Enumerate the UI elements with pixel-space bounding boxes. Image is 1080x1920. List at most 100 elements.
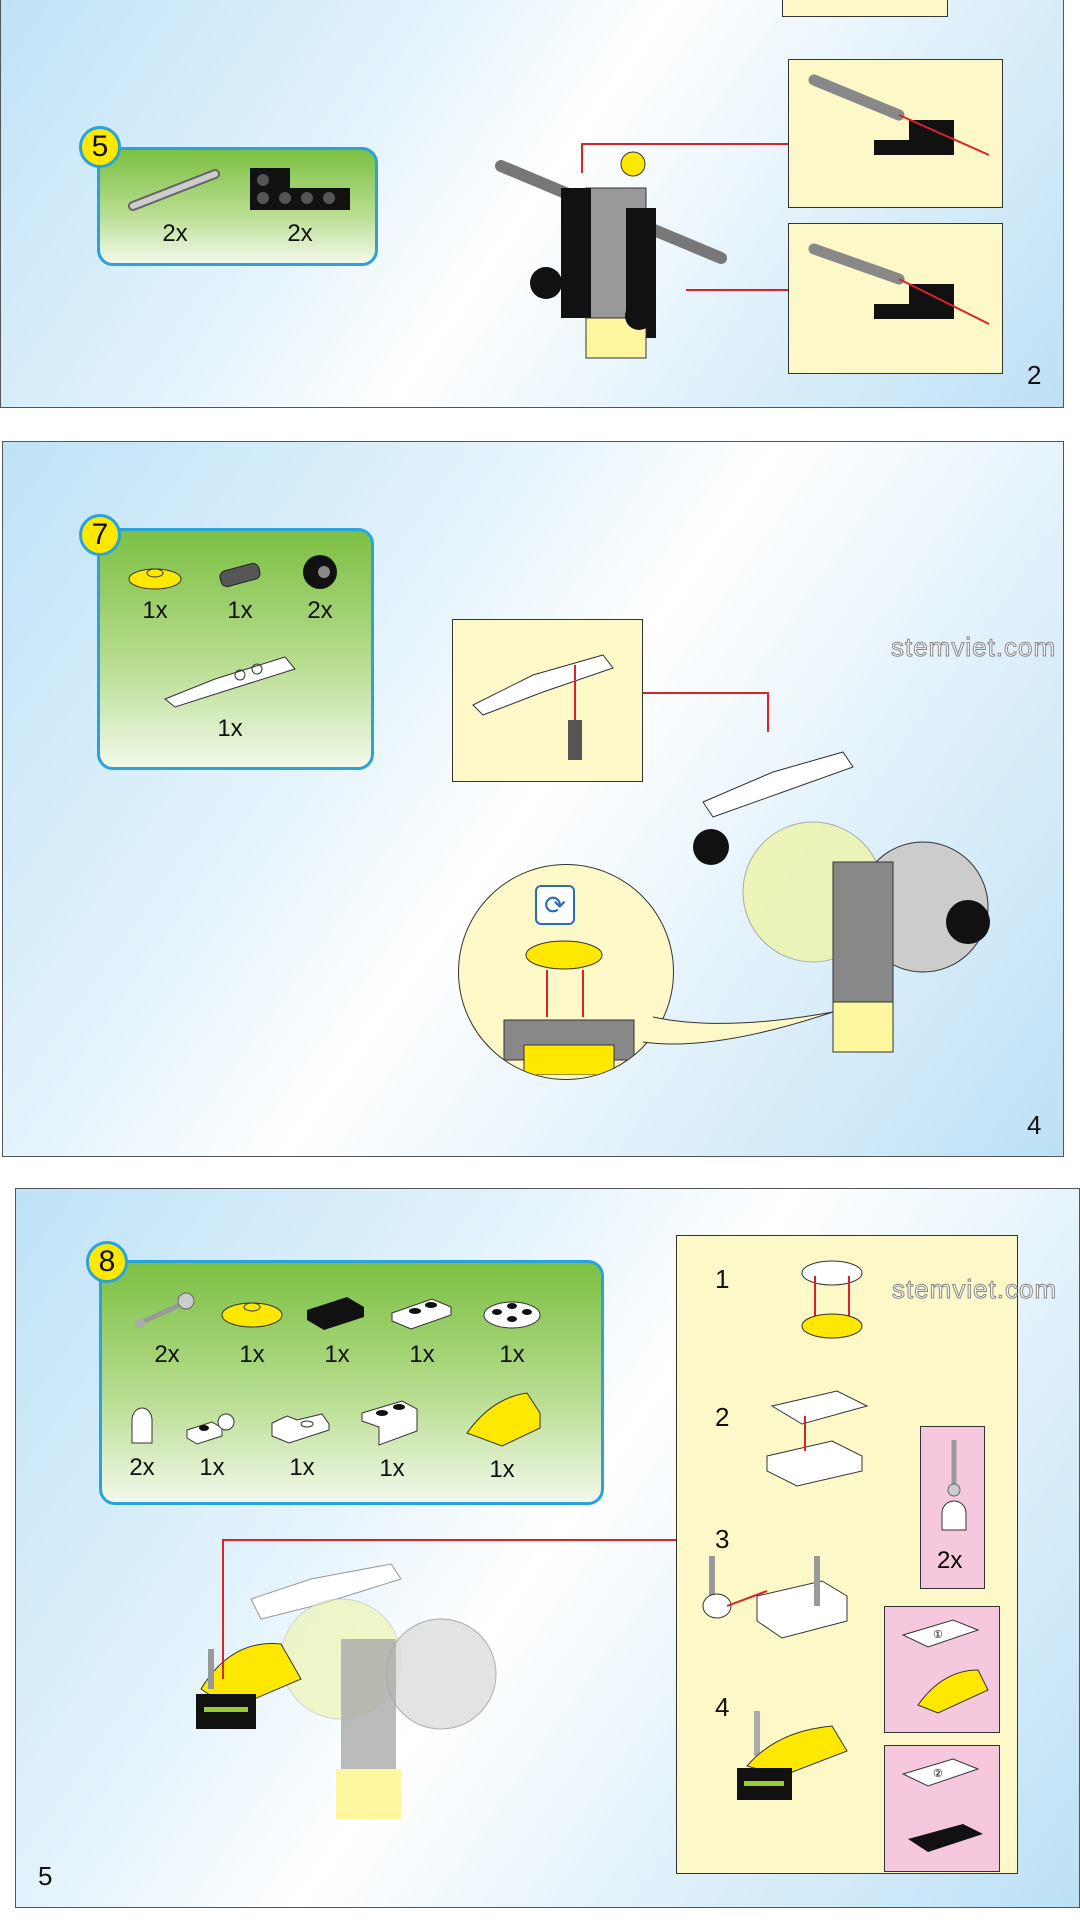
part-qty: 1x — [199, 1454, 225, 1481]
part-white-beam-connector: 1x — [150, 649, 310, 743]
part-axle: 2x — [120, 164, 230, 248]
sub-callout-dome-bar: 2x — [920, 1426, 985, 1589]
callout-arrow — [643, 692, 768, 694]
sticker-2-illustration: ② — [901, 1758, 983, 1852]
white-hinge-plate-icon — [271, 1413, 330, 1444]
white-clip-plate-icon — [186, 1413, 235, 1445]
substep-3-illustration — [702, 1556, 848, 1639]
white-plate-1x2-icon — [391, 1298, 452, 1330]
page-2-panel: 2x 2x 5 2 — [0, 0, 1064, 408]
watermark: stemviet.com — [891, 1274, 1058, 1305]
yellow-round-plate-icon — [128, 568, 182, 590]
parts-box-step-5: 2x 2x — [97, 147, 378, 266]
step-number-badge: 7 — [79, 514, 121, 556]
callout-pointer — [643, 1011, 834, 1045]
black-tile-icon — [307, 1297, 364, 1330]
page-number: 5 — [38, 1861, 53, 1891]
part-qty: 2x — [287, 220, 313, 247]
part-white-clip-plate: 1x — [172, 1398, 252, 1482]
part-qty: 1x — [489, 1456, 515, 1483]
part-yellow-slope: 1x — [452, 1388, 552, 1484]
rotate-icon: ⟳ — [535, 885, 575, 925]
model-assembly-step-7 — [693, 751, 990, 1053]
detail-callout-circle: ⟳ — [458, 864, 674, 1080]
callout-arrow — [686, 289, 788, 291]
part-qty: 1x — [289, 1454, 315, 1481]
substep-number: 3 — [715, 1524, 730, 1554]
page-5-panel: 2x 1x 1x 1x 1x 2x 1x 1x 1x 1x 8 stemviet… — [15, 1188, 1080, 1908]
part-yellow-round-plate: 1x — [207, 1285, 297, 1369]
part-qty: 1x — [217, 715, 243, 742]
sticker-label: ② — [933, 1768, 943, 1780]
white-dome-icon — [131, 1407, 153, 1444]
model-assembly-step-5 — [495, 151, 727, 359]
callout-arrow — [581, 143, 788, 145]
callout-arrow — [222, 1539, 677, 1541]
part-white-bracket: 1x — [347, 1391, 437, 1483]
page-number: 2 — [1027, 360, 1042, 390]
part-gray-pin: 1x — [205, 559, 275, 625]
substep-1-illustration — [801, 1260, 863, 1339]
part-black-wheel: 2x — [285, 553, 355, 625]
callout-arrow — [222, 1539, 224, 1679]
part-antenna-bar: 2x — [122, 1285, 212, 1369]
part-qty: 1x — [239, 1341, 265, 1368]
part-qty: 2x — [307, 597, 333, 624]
part-white-round-plate: 1x — [467, 1285, 557, 1369]
black-wheel-icon — [303, 555, 337, 589]
bar-into-dome-illustration — [941, 1440, 967, 1531]
substep-number: 1 — [715, 1264, 730, 1294]
watermark: stemviet.com — [890, 632, 1057, 663]
part-qty: 2x — [129, 1454, 155, 1481]
sticker-1-illustration: ① — [901, 1619, 989, 1714]
callout-box-1 — [788, 59, 1003, 208]
yellow-slope-icon — [466, 1392, 541, 1447]
part-qty: 2x — [162, 220, 188, 247]
substep-4-illustration — [737, 1711, 848, 1800]
gray-pin-icon — [219, 562, 261, 588]
white-beam-connector-icon — [164, 656, 296, 708]
parts-box-step-7: 1x 1x 2x 1x — [97, 528, 374, 770]
callout-arrow — [581, 143, 583, 173]
parts-box-step-8: 2x 1x 1x 1x 1x 2x 1x 1x 1x 1x — [99, 1260, 604, 1505]
part-qty: 2x — [154, 1341, 180, 1368]
page-4-panel: 1x 1x 2x 1x 7 stemviet.com ⟳ 4 — [2, 441, 1064, 1157]
sub-callout-qty: 2x — [937, 1547, 963, 1574]
part-qty: 1x — [379, 1455, 405, 1482]
sticker-label: ① — [933, 1629, 943, 1641]
axle-into-beam-illustration — [808, 243, 990, 325]
sub-callout-sticker-2: ② — [884, 1745, 1000, 1872]
part-qty: 1x — [142, 597, 168, 624]
part-beam: 2x — [240, 158, 360, 248]
black-beam-icon — [250, 168, 350, 210]
axle-into-beam-illustration — [808, 74, 990, 156]
part-white-plate-1x2: 1x — [377, 1285, 467, 1369]
part-qty: 1x — [227, 597, 253, 624]
yellow-round-plate-icon — [221, 1302, 283, 1328]
step-number-badge: 5 — [79, 126, 121, 168]
part-qty: 1x — [324, 1341, 350, 1368]
plate-onto-base-illustration — [503, 940, 635, 1075]
page-number: 4 — [1027, 1110, 1042, 1140]
pin-connector-illustration — [472, 654, 614, 760]
white-bracket-icon — [361, 1400, 418, 1446]
antenna-bar-icon — [135, 1292, 195, 1328]
substep-number: 4 — [715, 1692, 730, 1722]
callout-pin-into-connector — [452, 619, 643, 782]
part-white-hinge-plate: 1x — [257, 1398, 347, 1482]
substep-2-illustration — [766, 1390, 869, 1487]
white-round-plate-icon — [483, 1301, 541, 1329]
part-yellow-round-plate: 1x — [120, 561, 190, 625]
sub-callout-sticker-1: ① — [884, 1606, 1000, 1733]
axle-icon — [128, 169, 220, 211]
sub-steps-callout: 1 2 3 4 2x ① ② — [676, 1235, 1018, 1874]
part-qty: 1x — [499, 1341, 525, 1368]
model-assembly-step-8 — [196, 1563, 497, 1819]
step-number-badge: 8 — [86, 1241, 128, 1283]
part-black-tile: 1x — [292, 1285, 382, 1369]
substep-number: 2 — [715, 1402, 730, 1432]
callout-box-2 — [788, 223, 1003, 374]
part-qty: 1x — [409, 1341, 435, 1368]
part-white-dome: 2x — [112, 1398, 172, 1482]
callout-arrow — [767, 692, 769, 732]
